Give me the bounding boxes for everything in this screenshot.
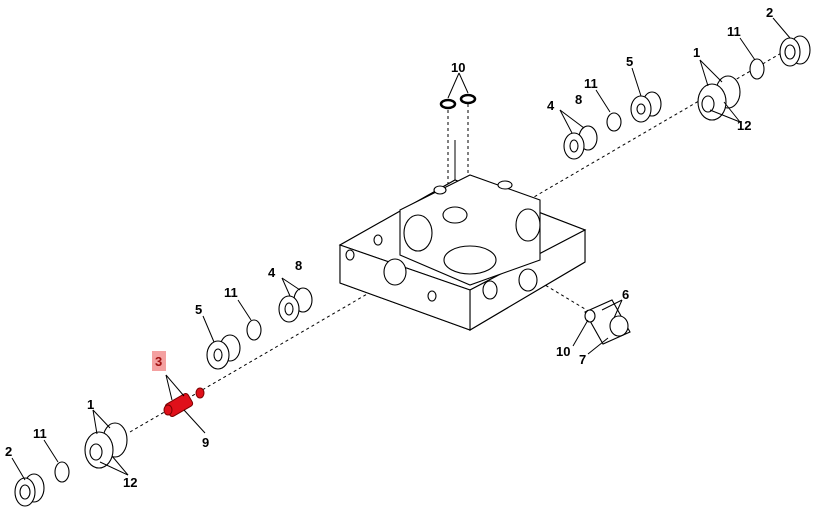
o-ring-top-left: [439, 98, 457, 110]
check-valve-top: [563, 125, 598, 160]
callout-3[interactable]: 3: [155, 354, 162, 369]
callout-2-bottom[interactable]: 2: [5, 444, 12, 459]
callout-10-right[interactable]: 10: [556, 344, 570, 359]
callout-9[interactable]: 9: [202, 435, 209, 450]
callout-5-mid[interactable]: 5: [195, 302, 202, 317]
callout-5-top[interactable]: 5: [626, 54, 633, 69]
washer-mid: [246, 319, 262, 341]
leader-lines: [11, 17, 791, 481]
washer-bottom-left: [54, 461, 70, 483]
manifold-block: [338, 140, 587, 331]
callout-6[interactable]: 6: [622, 287, 629, 302]
cap-top-right: [779, 35, 811, 67]
bearing-top-right: [697, 75, 741, 121]
callout-8-mid[interactable]: 8: [295, 258, 302, 273]
o-ring-top-right: [459, 93, 477, 105]
bearing-bottom-left: [84, 422, 128, 469]
callout-1-top[interactable]: 1: [693, 45, 700, 60]
callout-12-bottom[interactable]: 12: [123, 475, 137, 490]
callout-8-top[interactable]: 8: [575, 92, 582, 107]
side-valve: [584, 299, 631, 345]
spacer-mid: [206, 334, 241, 370]
washer-top-right: [749, 58, 765, 80]
callout-3-highlight-bg: [152, 351, 166, 371]
callout-4-top[interactable]: 4: [547, 98, 555, 113]
callout-10-top[interactable]: 10: [451, 60, 465, 75]
callout-1-bottom[interactable]: 1: [87, 397, 94, 412]
check-valve-mid: [278, 287, 313, 323]
callout-4-mid[interactable]: 4: [268, 265, 276, 280]
callout-2-top[interactable]: 2: [766, 5, 773, 20]
callout-11-bottom[interactable]: 11: [33, 426, 47, 441]
spacer-top: [630, 91, 662, 123]
callout-11-mid[interactable]: 11: [224, 285, 238, 300]
washer-top-mid: [606, 112, 622, 132]
callout-11-top[interactable]: 11: [727, 24, 741, 39]
callout-11-upper-mid[interactable]: 11: [584, 76, 598, 91]
callout-7[interactable]: 7: [579, 352, 586, 367]
highlighted-valve-part-3[interactable]: [163, 387, 205, 418]
cap-bottom-left: [14, 473, 45, 507]
axis-line-main: [129, 47, 791, 433]
callout-12-top[interactable]: 12: [737, 118, 751, 133]
